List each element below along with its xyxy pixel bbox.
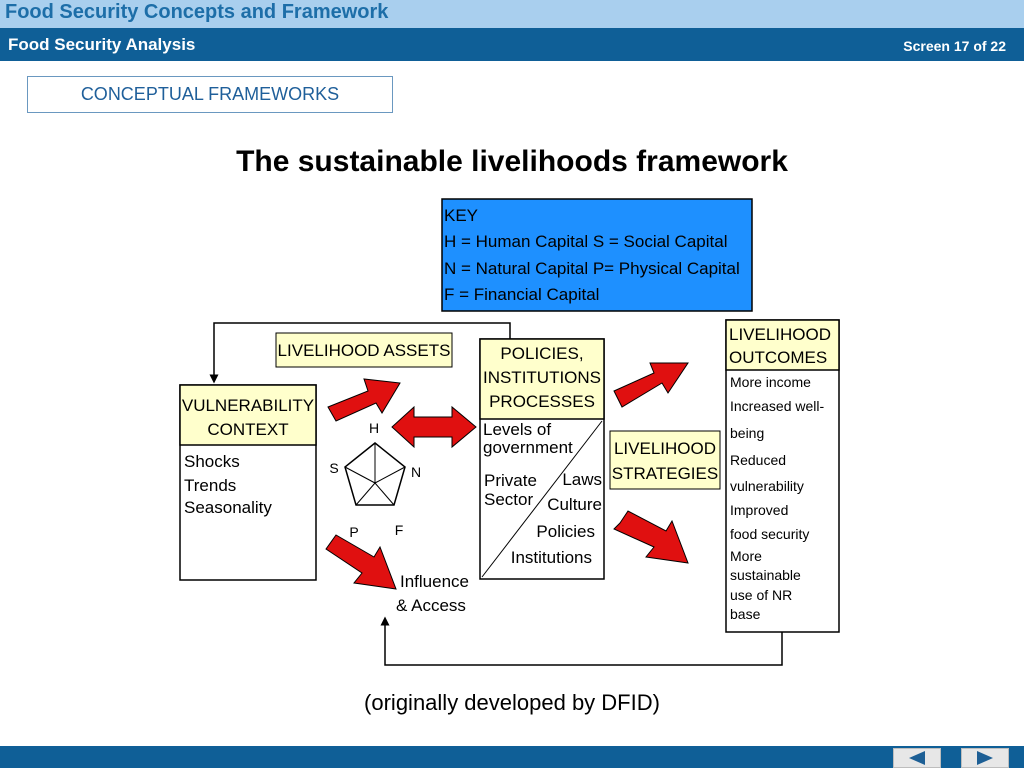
red-arrow-down-to-outcomes bbox=[613, 510, 689, 564]
feedback-line-bottom bbox=[380, 616, 783, 666]
influence-label: Influence bbox=[400, 572, 469, 591]
vulnerability-item: Seasonality bbox=[184, 498, 272, 517]
outcomes-item: food security bbox=[730, 526, 809, 542]
key-line: N = Natural Capital P= Physical Capital bbox=[444, 259, 740, 278]
outcomes-item: More bbox=[730, 548, 762, 564]
red-arrow-down-right bbox=[325, 534, 397, 590]
right-triangle-icon bbox=[977, 751, 993, 765]
pentagon-label-p: P bbox=[349, 524, 358, 540]
module-title-bar bbox=[0, 28, 1024, 61]
vulnerability-item: Shocks bbox=[184, 452, 240, 471]
outcomes-item: use of NR bbox=[730, 587, 792, 603]
policies-levels: government bbox=[483, 438, 573, 457]
livelihoods-framework-diagram: KEY H = Human Capital S = Social Capital… bbox=[179, 198, 840, 666]
livelihood-assets-label: LIVELIHOOD ASSETS bbox=[275, 332, 453, 368]
pentagon-label-f: F bbox=[395, 522, 404, 538]
pentagon-label-n: N bbox=[411, 464, 421, 480]
outcomes-item: Reduced bbox=[730, 452, 786, 468]
policies-title: INSTITUTIONS bbox=[483, 368, 601, 387]
red-arrow-to-outcomes bbox=[613, 362, 689, 408]
vulnerability-item: Trends bbox=[184, 476, 236, 495]
policies-item: Culture bbox=[547, 495, 602, 514]
policies-item: Policies bbox=[536, 522, 595, 541]
livelihood-strategies-label: LIVELIHOOD STRATEGIES bbox=[609, 430, 721, 490]
outcomes-item: More income bbox=[730, 374, 811, 390]
left-triangle-icon bbox=[909, 751, 925, 765]
slide-title: The sustainable livelihoods framework bbox=[236, 145, 788, 178]
key-box: KEY H = Human Capital S = Social Capital… bbox=[441, 198, 753, 312]
outcomes-item: Improved bbox=[730, 502, 788, 518]
course-title: Food Security Concepts and Framework bbox=[5, 1, 389, 23]
policies-item: Laws bbox=[562, 470, 602, 489]
key-title: KEY bbox=[444, 206, 478, 225]
red-arrow-up-right bbox=[327, 378, 401, 422]
outcomes-item: Increased well- bbox=[730, 398, 824, 414]
footer-bar bbox=[0, 746, 1024, 768]
outcomes-item: base bbox=[730, 606, 761, 622]
next-button[interactable] bbox=[961, 748, 1009, 768]
svg-text:LIVELIHOOD ASSETS: LIVELIHOOD ASSETS bbox=[278, 341, 451, 360]
vulnerability-context-box: VULNERABILITY CONTEXT Shocks Trends Seas… bbox=[179, 384, 317, 581]
feedback-line-top bbox=[209, 322, 511, 384]
livelihood-outcomes-box: LIVELIHOOD OUTCOMES More income Increase… bbox=[725, 319, 840, 633]
policies-title: PROCESSES bbox=[489, 392, 595, 411]
red-double-arrow bbox=[391, 405, 477, 449]
svg-text:LIVELIHOOD: LIVELIHOOD bbox=[614, 439, 716, 458]
policies-private: Private bbox=[484, 471, 537, 490]
policies-levels: Levels of bbox=[483, 420, 551, 439]
pentagon-label-s: S bbox=[329, 460, 338, 476]
key-line: H = Human Capital S = Social Capital bbox=[444, 232, 727, 251]
policies-institutions-box: POLICIES, INSTITUTIONS PROCESSES Levels … bbox=[479, 338, 605, 580]
screen-counter: Screen 17 of 22 bbox=[903, 38, 1006, 54]
key-line: F = Financial Capital bbox=[444, 285, 599, 304]
policies-private: Sector bbox=[484, 490, 533, 509]
previous-button[interactable] bbox=[893, 748, 941, 768]
section-label: CONCEPTUAL FRAMEWORKS bbox=[27, 76, 393, 113]
outcomes-item: sustainable bbox=[730, 567, 801, 583]
policies-title: POLICIES, bbox=[500, 344, 583, 363]
svg-text:STRATEGIES: STRATEGIES bbox=[612, 464, 718, 483]
pentagon-label-h: H bbox=[369, 420, 379, 436]
outcomes-title: LIVELIHOOD bbox=[729, 325, 831, 344]
policies-item: Institutions bbox=[511, 548, 592, 567]
course-title-bar bbox=[0, 0, 1024, 28]
assets-pentagon: H S N P F bbox=[329, 420, 421, 540]
diagram-caption: (originally developed by DFID) bbox=[364, 690, 660, 715]
vulnerability-title: VULNERABILITY bbox=[182, 396, 314, 415]
outcomes-item: vulnerability bbox=[730, 478, 804, 494]
module-title: Food Security Analysis bbox=[8, 35, 196, 54]
vulnerability-title: CONTEXT bbox=[207, 420, 288, 439]
outcomes-item: being bbox=[730, 425, 764, 441]
outcomes-title: OUTCOMES bbox=[729, 348, 827, 367]
influence-label: & Access bbox=[396, 596, 466, 615]
